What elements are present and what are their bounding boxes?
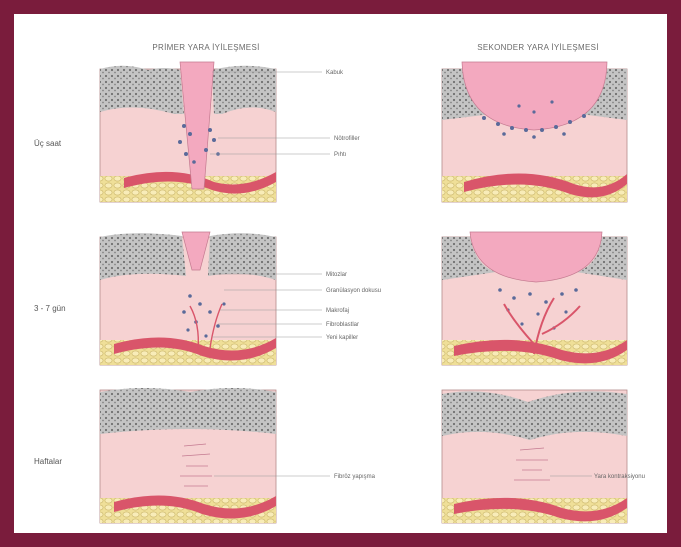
secondary-block-row3 <box>442 390 627 523</box>
wound-healing-diagram: PRİMER YARA İYİLEŞMESİ SEKONDER YARA İYİ… <box>14 14 667 533</box>
callout-new-capillaries: Yeni kapiller <box>326 335 358 341</box>
primary-block-row1 <box>100 62 276 202</box>
callout-fibroblasts: Fibroblastlar <box>326 322 359 328</box>
primary-healing-header: PRİMER YARA İYİLEŞMESİ <box>152 43 259 52</box>
callout-neutrophils: Nötrofiller <box>334 136 360 142</box>
row-label-3-7-days: 3 - 7 gün <box>34 304 66 313</box>
figure-frame: PRİMER YARA İYİLEŞMESİ SEKONDER YARA İYİ… <box>14 14 667 533</box>
callout-clot: Pıhtı <box>334 152 347 158</box>
secondary-block-row2 <box>442 232 627 365</box>
callout-wound-contraction: Yara kontraksiyonu <box>594 474 645 480</box>
callout-granulation-tissue: Granülasyon dokusu <box>326 288 381 294</box>
callout-mitoses: Mitozlar <box>326 272 347 278</box>
callout-macrophage: Makrofaj <box>326 308 349 314</box>
secondary-healing-header: SEKONDER YARA İYİLEŞMESİ <box>477 43 599 52</box>
callout-fibrous-union: Fibröz yapışma <box>334 474 376 480</box>
callout-crust: Kabuk <box>326 70 344 76</box>
row-label-3-hours: Üç saat <box>34 139 62 148</box>
row-label-weeks: Haftalar <box>34 457 62 466</box>
secondary-block-row1 <box>442 62 627 202</box>
primary-block-row2 <box>100 232 276 365</box>
